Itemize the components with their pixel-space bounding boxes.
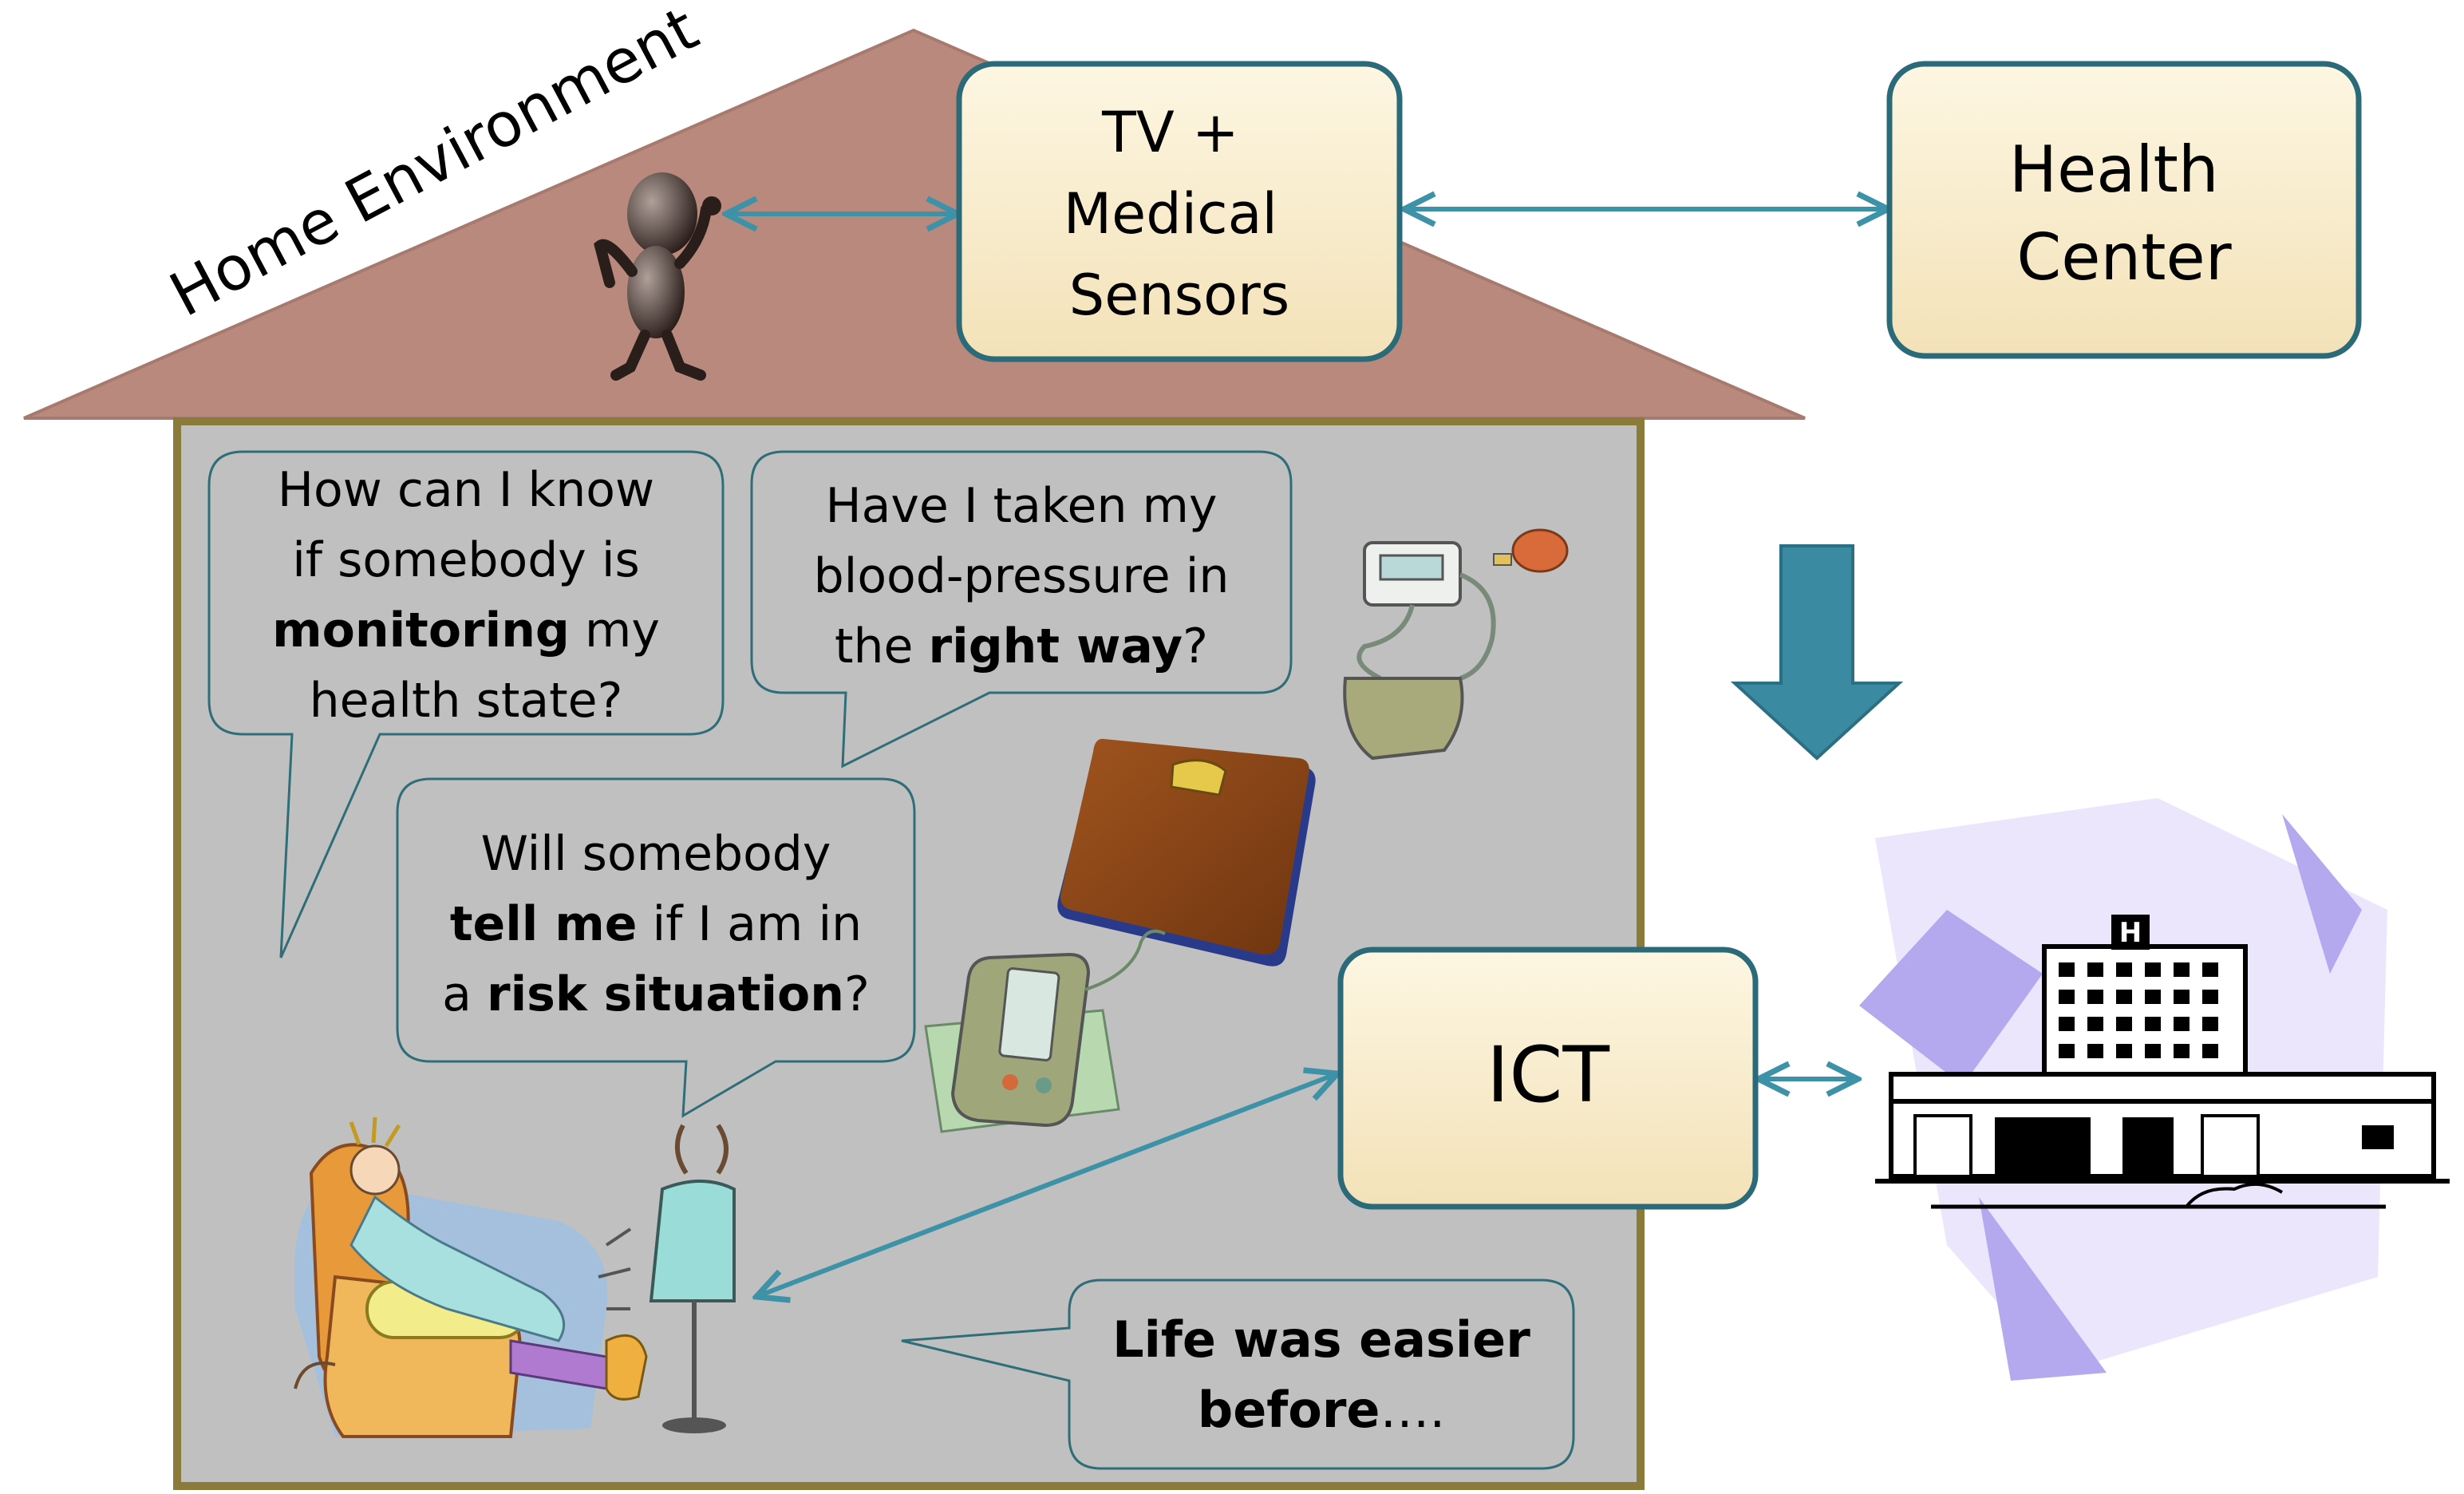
bubble-run: if I am in xyxy=(637,896,862,952)
bubble-blood-pressure-text: Have I taken my blood-pressure in the righ… xyxy=(814,478,1230,674)
ict-label: ICT xyxy=(1487,1030,1609,1120)
bubble-run: …. xyxy=(1380,1381,1445,1439)
bubble-line: How can I know xyxy=(278,462,654,518)
ict-person-connector xyxy=(758,1074,1336,1296)
bubble-run: my xyxy=(570,603,660,658)
person-icon xyxy=(594,172,721,381)
bubble-run: ? xyxy=(1183,619,1208,674)
bubble-bold-run: right way xyxy=(929,619,1183,674)
bubble-bold-run: Life was easier xyxy=(1112,1310,1530,1369)
bubble-line: the right way? xyxy=(835,619,1208,674)
tv-medical-sensors-box: TV + Medical Sensors xyxy=(956,61,1403,362)
bubble-run: ? xyxy=(844,966,870,1022)
bubble-run: health state? xyxy=(310,673,623,729)
bubble-line: before…. xyxy=(1198,1381,1445,1439)
bubble-bold-run: tell me xyxy=(450,896,638,952)
bubble-life-easier-text: Life was easier before…. xyxy=(1112,1310,1530,1439)
blood-pressure-monitor-icon xyxy=(1343,528,1569,761)
bubble-line: if somebody is xyxy=(292,532,640,588)
svg-text:H: H xyxy=(2119,917,2142,949)
bubble-run: a xyxy=(442,966,487,1022)
speech-bubble-life-easier: Life was easier before…. xyxy=(901,1279,1575,1470)
speech-bubble-risk: Will somebody tell me if I am in a risk si… xyxy=(396,777,916,1118)
svg-text:TV + Medical Senso: TV + Medical Sensors xyxy=(1064,100,1295,328)
weighing-scale-icon xyxy=(1057,738,1316,966)
bubble-run: Have I taken my xyxy=(825,478,1217,534)
health-center-line-2: Center xyxy=(2016,220,2231,294)
svg-text:Health Center: Health Center xyxy=(2009,132,2239,294)
bubble-run: the xyxy=(835,619,929,674)
speech-bubble-monitoring: How can I know if somebody is monitoring m… xyxy=(207,450,725,958)
bubble-line: health state? xyxy=(310,673,623,729)
bubble-bold-run: before xyxy=(1198,1381,1380,1439)
bubble-bold-run: monitoring xyxy=(272,603,570,658)
bubble-line: Life was easier xyxy=(1112,1310,1530,1369)
bubble-line: a risk situation? xyxy=(442,966,870,1022)
bubble-monitoring-text: How can I know if somebody is monitoring m… xyxy=(272,462,660,729)
bubble-risk-text: Will somebody tell me if I am in a risk si… xyxy=(442,826,870,1022)
bubble-line: monitoring my xyxy=(272,603,660,658)
tv-sensors-line-2: Medical xyxy=(1064,181,1277,247)
bubble-run: if somebody is xyxy=(292,532,640,588)
bubble-line: Have I taken my xyxy=(825,478,1217,534)
down-arrow-icon xyxy=(1730,544,1904,761)
glucose-meter-icon xyxy=(924,929,1166,1133)
bubble-line: blood-pressure in xyxy=(814,548,1230,604)
health-center-box: Health Center xyxy=(1886,61,2362,359)
lamp-icon xyxy=(598,1124,736,1433)
ict-box: ICT xyxy=(1337,947,1759,1210)
tv-sensors-line-1: TV + xyxy=(1101,100,1239,165)
health-center-line-1: Health xyxy=(2009,132,2219,207)
bubble-run: Will somebody xyxy=(481,826,831,882)
bubble-run: blood-pressure in xyxy=(814,548,1230,604)
hospital-icon: H xyxy=(1859,798,2450,1381)
bubble-bold-run: risk situation xyxy=(487,966,844,1022)
bubble-line: Will somebody xyxy=(481,826,831,882)
bubble-line: tell me if I am in xyxy=(450,896,862,952)
bubble-run: How can I know xyxy=(278,462,654,518)
speech-bubble-blood-pressure: Have I taken my blood-pressure in the righ… xyxy=(750,450,1293,769)
person-in-armchair-icon xyxy=(294,1117,648,1438)
tv-sensors-line-3: Sensors xyxy=(1069,263,1289,328)
